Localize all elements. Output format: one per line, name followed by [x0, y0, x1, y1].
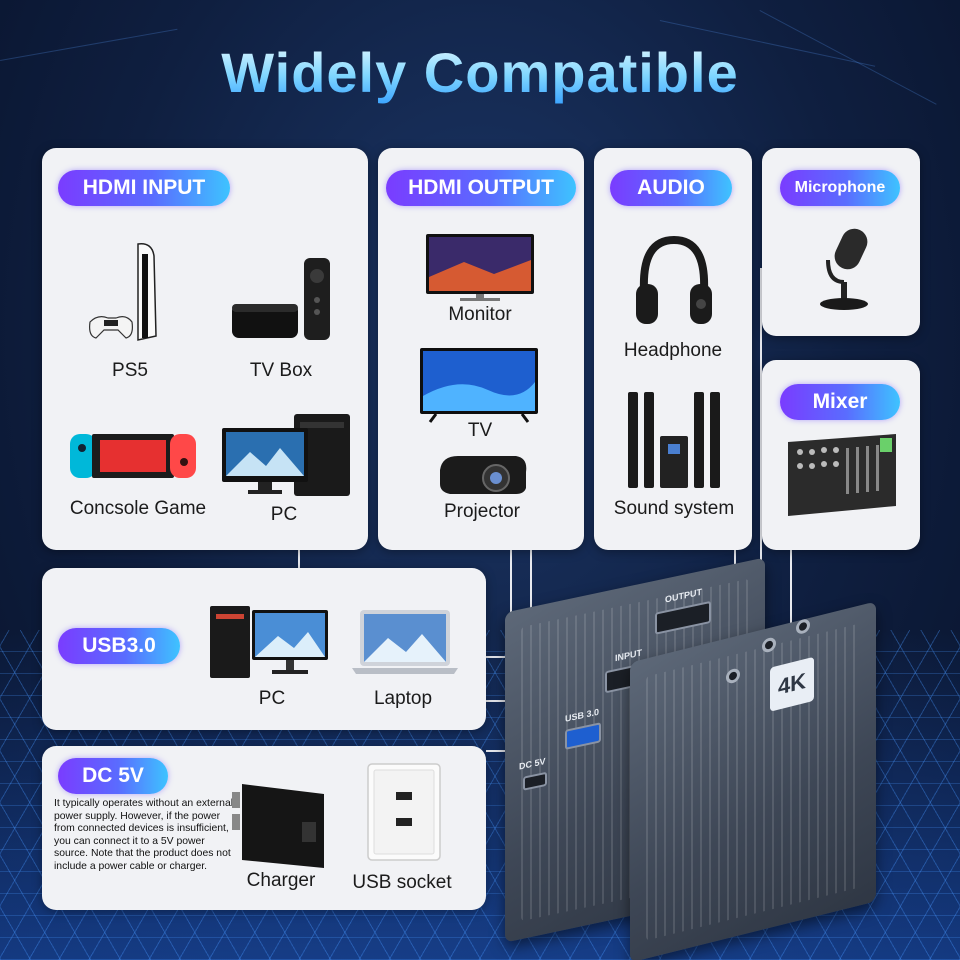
ps5-label: PS5 — [112, 360, 148, 381]
charger-label: Charger — [246, 870, 316, 891]
projector-label: Projector — [443, 501, 521, 522]
pc-usb-icon — [210, 606, 328, 678]
mixer-icon — [788, 434, 896, 516]
headphone-icon — [636, 235, 712, 324]
wire-mixer — [790, 548, 792, 648]
usb-socket-label: USB socket — [352, 872, 452, 893]
projector-icon — [440, 456, 527, 494]
ps5-icon — [89, 243, 157, 341]
wire-microphone — [760, 268, 762, 670]
charger-icon — [232, 784, 324, 868]
sound-system-icon — [628, 392, 720, 488]
mixer-pill: Mixer — [780, 384, 900, 420]
laptop-icon — [352, 610, 458, 674]
console-game-label: Concsole Game — [69, 498, 207, 519]
audio-pill: AUDIO — [610, 170, 732, 206]
hdmi-input-pill: HDMI INPUT — [58, 170, 230, 206]
tv-box-label: TV Box — [249, 360, 313, 381]
microphone-icon — [820, 228, 868, 310]
microphone-pill: Microphone — [780, 170, 900, 206]
usb-pill: USB3.0 — [58, 628, 180, 664]
console-game-icon — [70, 434, 196, 478]
usb-socket-icon — [367, 763, 441, 861]
dc-note: It typically operates without an externa… — [54, 798, 234, 872]
tv-label: TV — [467, 420, 493, 441]
monitor-label: Monitor — [448, 304, 512, 325]
page-title: Widely Compatible — [0, 40, 960, 105]
pc-usb-label: PC — [258, 688, 286, 709]
laptop-label: Laptop — [373, 688, 433, 709]
capture-device-front: 4K — [630, 601, 876, 960]
wire-dc — [486, 750, 522, 752]
tv-box-icon — [232, 258, 330, 340]
sound-system-label: Sound system — [613, 498, 735, 519]
hdmi-output-pill: HDMI OUTPUT — [386, 170, 576, 206]
pc-input-label: PC — [270, 504, 298, 525]
monitor-icon — [426, 234, 534, 301]
headphone-label: Headphone — [623, 340, 723, 361]
dc-pill: DC 5V — [58, 758, 168, 794]
pc-icon — [222, 414, 350, 496]
tv-icon — [420, 348, 538, 423]
